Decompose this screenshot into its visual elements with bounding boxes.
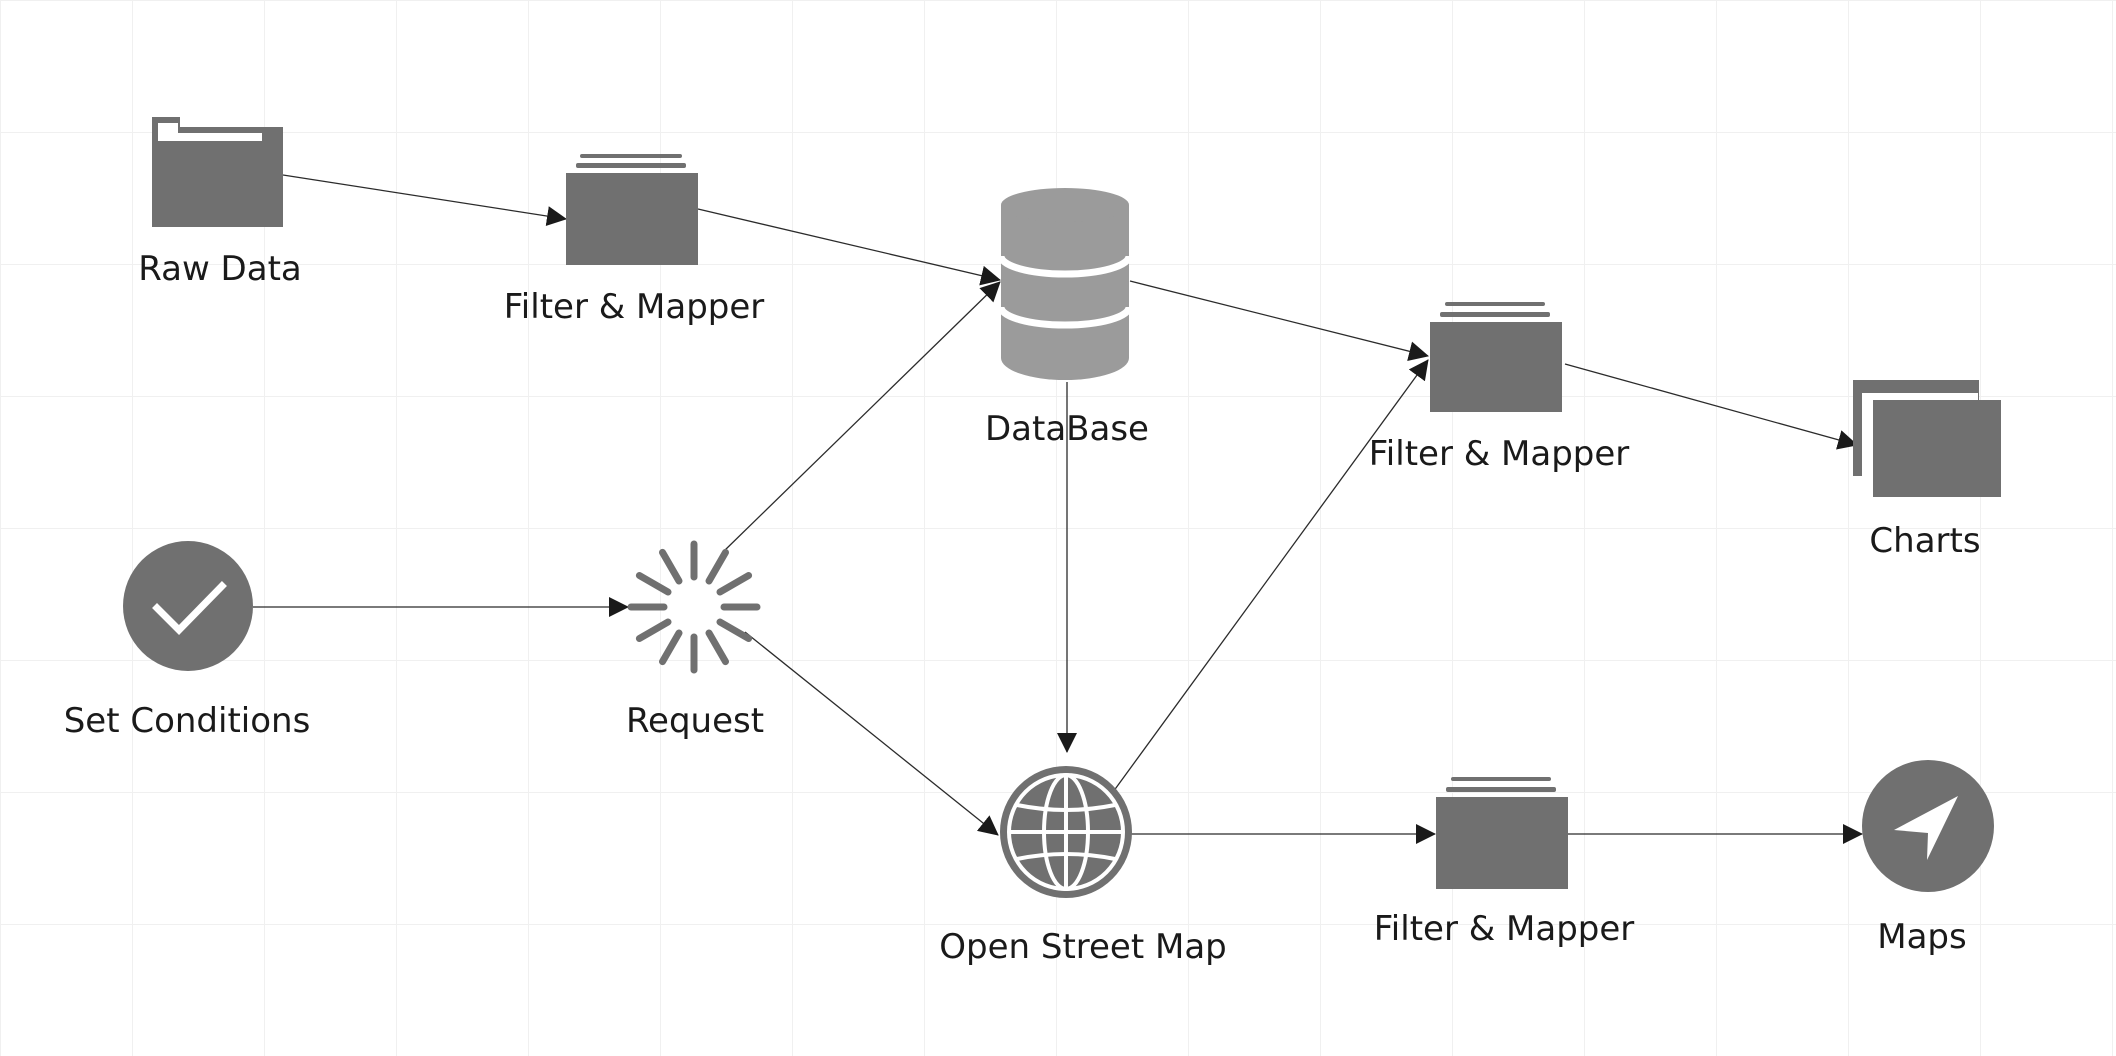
node-open-street-map[interactable]: Open Street Map [939,766,1227,967]
navigation-icon [1862,760,1994,892]
node-label: Set Conditions [64,701,311,741]
spinner-tick [659,548,683,585]
edge-request-to-database [722,281,1001,553]
edge-request-to-osm [744,631,999,836]
node-label: Filter & Mapper [1374,909,1635,949]
edges [253,174,1863,844]
node-label: Filter & Mapper [1369,434,1630,474]
node-filter-mapper-1[interactable]: Filter & Mapper [504,154,765,327]
node-set-conditions[interactable]: Set Conditions [64,541,311,741]
check-circle-icon [123,541,253,671]
spinner-tick [635,572,672,596]
stack-icon [1430,302,1562,412]
windows-icon [1853,380,2001,497]
node-label: Raw Data [138,249,302,289]
stack-icon [566,154,698,265]
node-label: DataBase [985,409,1149,449]
edge-filter-2-to-charts [1564,363,1858,450]
folder-tab-highlight [158,123,262,141]
spinner-icon [627,540,761,674]
spinner-tick [716,618,753,642]
node-charts[interactable]: Charts [1853,380,2001,561]
spinner-tick [635,618,672,642]
node-label: Open Street Map [939,927,1227,967]
node-label: Charts [1869,521,1980,561]
node-label: Maps [1877,917,1966,957]
node-filter-mapper-3[interactable]: Filter & Mapper [1374,777,1635,949]
node-label: Request [626,701,764,741]
edge-osm-to-filter-2 [1112,359,1429,793]
spinner-tick [705,548,729,585]
node-raw-data[interactable]: Raw Data [138,117,302,289]
spinner-tick [659,629,683,666]
globe-icon [1000,766,1132,898]
edge-database-to-filter-2 [1129,280,1429,362]
node-request[interactable]: Request [626,540,764,741]
node-label: Filter & Mapper [504,287,765,327]
spinner-tick [716,572,753,596]
folder-icon [152,117,283,227]
spinner-tick [705,629,729,666]
database-icon [997,188,1133,380]
stack-icon [1436,777,1568,889]
node-maps[interactable]: Maps [1862,760,1994,957]
edge-filter-1-to-database [697,208,1001,286]
node-database[interactable]: DataBase [985,188,1149,449]
node-filter-mapper-2[interactable]: Filter & Mapper [1369,302,1630,474]
edge-raw-data-to-filter-1 [282,174,567,226]
